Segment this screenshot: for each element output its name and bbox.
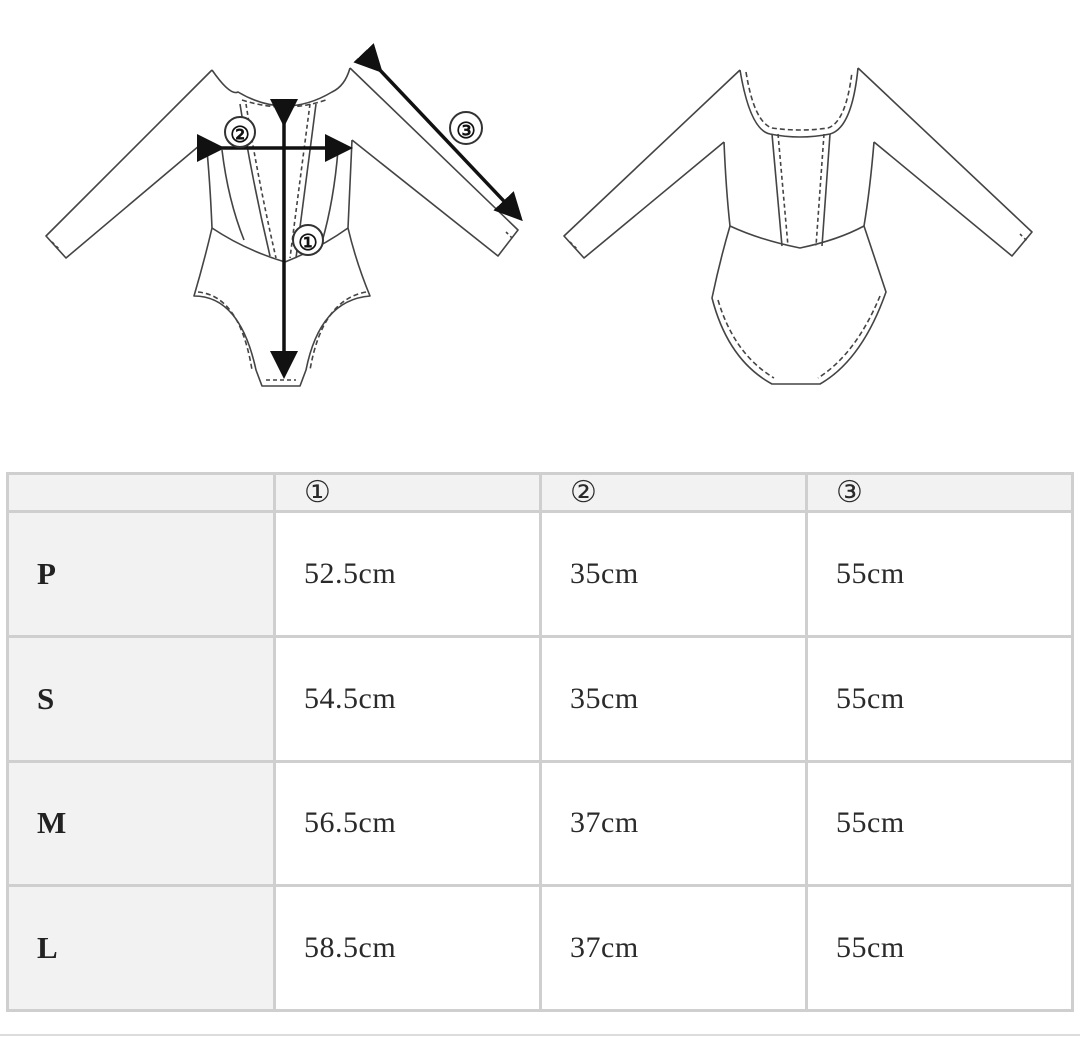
table-cell: 37cm bbox=[539, 759, 808, 888]
row-size-label: S bbox=[6, 634, 276, 763]
length-label: ① bbox=[298, 230, 318, 255]
table-cell: 54.5cm bbox=[273, 634, 542, 763]
front-view-illustration: ① ② ③ bbox=[45, 43, 523, 387]
table-header-row: ① ② ③ bbox=[6, 472, 1074, 513]
row-size-label: M bbox=[6, 759, 276, 888]
table-cell: 35cm bbox=[539, 634, 808, 763]
table-cell: 37cm bbox=[539, 884, 808, 1012]
table-row: M 56.5cm 37cm 55cm bbox=[6, 759, 1074, 888]
column-header-length: ① bbox=[273, 472, 542, 513]
table-row: L 58.5cm 37cm 55cm bbox=[6, 884, 1074, 1012]
table-row: S 54.5cm 35cm 55cm bbox=[6, 634, 1074, 763]
table-row: P 52.5cm 35cm 55cm bbox=[6, 510, 1074, 638]
back-view-illustration bbox=[563, 67, 1033, 385]
table-cell: 55cm bbox=[805, 634, 1074, 763]
column-header-sleeve: ③ bbox=[805, 472, 1074, 513]
table-cell: 55cm bbox=[805, 884, 1074, 1012]
table-cell: 56.5cm bbox=[273, 759, 542, 888]
row-size-label: L bbox=[6, 884, 276, 1012]
table-cell: 55cm bbox=[805, 510, 1074, 638]
table-corner-cell bbox=[6, 472, 276, 513]
sleeve-label: ③ bbox=[456, 118, 476, 143]
row-size-label: P bbox=[6, 510, 276, 638]
table-cell: 35cm bbox=[539, 510, 808, 638]
width-label: ② bbox=[230, 122, 250, 147]
table-cell: 55cm bbox=[805, 759, 1074, 888]
table-cell: 58.5cm bbox=[273, 884, 542, 1012]
garment-diagram: ① ② ③ bbox=[0, 0, 1080, 430]
bottom-divider bbox=[0, 1034, 1080, 1036]
table-cell: 52.5cm bbox=[273, 510, 542, 638]
column-header-width: ② bbox=[539, 472, 808, 513]
size-chart-table: ① ② ③ P 52.5cm 35cm 55cm S 54.5cm 35cm 5… bbox=[6, 472, 1074, 1012]
